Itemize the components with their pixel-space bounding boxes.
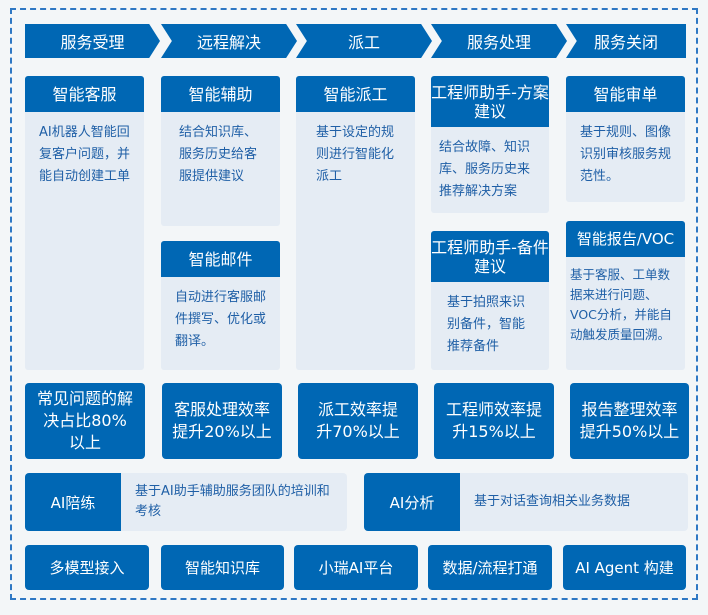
card-title-parts: 工程师助手-备件建议 — [431, 231, 549, 282]
foundation-agent: AI Agent 构建 — [563, 545, 686, 590]
card-desc-parts: 基于拍照来识别备件，智能推荐备件 — [431, 282, 549, 370]
card-title-smart-dispatch: 智能派工 — [296, 76, 415, 112]
foundation-platform: 小瑞AI平台 — [294, 545, 418, 590]
card-desc-solution: 结合故障、知识库、服务历史来推荐解决方案 — [431, 127, 549, 213]
ai-analysis-label: AI分析 — [364, 473, 460, 531]
card-title-solution: 工程师助手-方案建议 — [431, 76, 549, 127]
card-desc-voc: 基于客服、工单数据来进行问题、VOC分析，并能自动触发质量回溯。 — [566, 257, 685, 370]
card-title-smart-assist: 智能辅助 — [161, 76, 280, 112]
stage-2: 远程解决 — [161, 24, 297, 58]
card-title-smart-mail: 智能邮件 — [161, 241, 280, 277]
stage-3: 派工 — [296, 24, 432, 58]
metric-1: 常见问题的解决占比80%以上 — [25, 383, 145, 459]
card-desc-smart-mail: 自动进行客服邮件撰写、优化或翻译。 — [161, 277, 280, 370]
foundation-data-flow: 数据/流程打通 — [428, 545, 552, 590]
dashed-frame — [10, 8, 698, 600]
metric-3: 派工效率提升70%以上 — [298, 383, 418, 459]
ai-training-desc: 基于AI助手辅助服务团队的培训和考核 — [121, 473, 347, 531]
foundation-knowledge-base: 智能知识库 — [161, 545, 284, 590]
card-desc-smart-assist: 结合知识库、服务历史给客服提供建议 — [161, 112, 280, 226]
metric-4: 工程师效率提升15%以上 — [434, 383, 554, 459]
stage-4: 服务处理 — [431, 24, 567, 58]
ai-training-label: AI陪练 — [25, 473, 121, 531]
card-title-smart-cs: 智能客服 — [25, 76, 144, 112]
card-desc-smart-dispatch: 基于设定的规则进行智能化派工 — [296, 112, 415, 370]
card-desc-review: 基于规则、图像识别审核服务规范性。 — [566, 112, 685, 202]
metric-5: 报告整理效率提升50%以上 — [570, 383, 689, 459]
card-title-voc: 智能报告/VOC — [566, 221, 685, 257]
card-desc-smart-cs: AI机器人智能回复客户问题，并能自动创建工单 — [25, 112, 144, 370]
metric-2: 客服处理效率提升20%以上 — [162, 383, 282, 459]
stage-5: 服务关闭 — [566, 24, 686, 58]
foundation-multi-model: 多模型接入 — [25, 545, 149, 590]
card-title-review: 智能审单 — [566, 76, 685, 112]
ai-analysis-desc: 基于对话查询相关业务数据 — [460, 473, 688, 531]
stage-1: 服务受理 — [25, 24, 160, 58]
